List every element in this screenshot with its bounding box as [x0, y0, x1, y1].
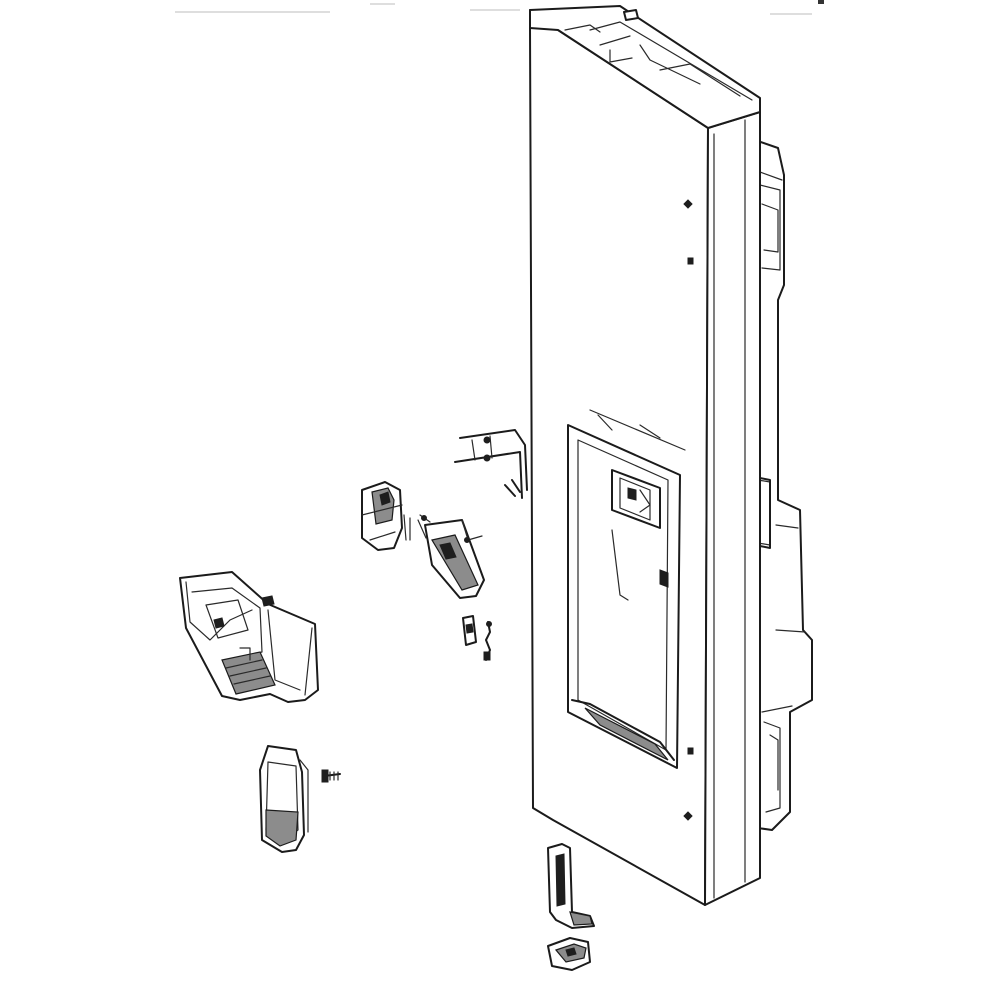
micro-switch	[462, 615, 477, 646]
top-edge-marks	[175, 0, 824, 15]
top-cap	[623, 9, 639, 21]
wire-harness	[454, 429, 528, 499]
spring	[483, 621, 492, 661]
hinge-bracket	[547, 843, 595, 929]
paddle	[259, 745, 309, 853]
dispenser-cover-housing	[179, 571, 319, 703]
switch-assembly	[361, 481, 411, 551]
actuator-lever	[417, 514, 485, 599]
screw	[321, 769, 341, 783]
hinge-cap	[547, 937, 591, 971]
dispenser-recess	[567, 409, 686, 769]
